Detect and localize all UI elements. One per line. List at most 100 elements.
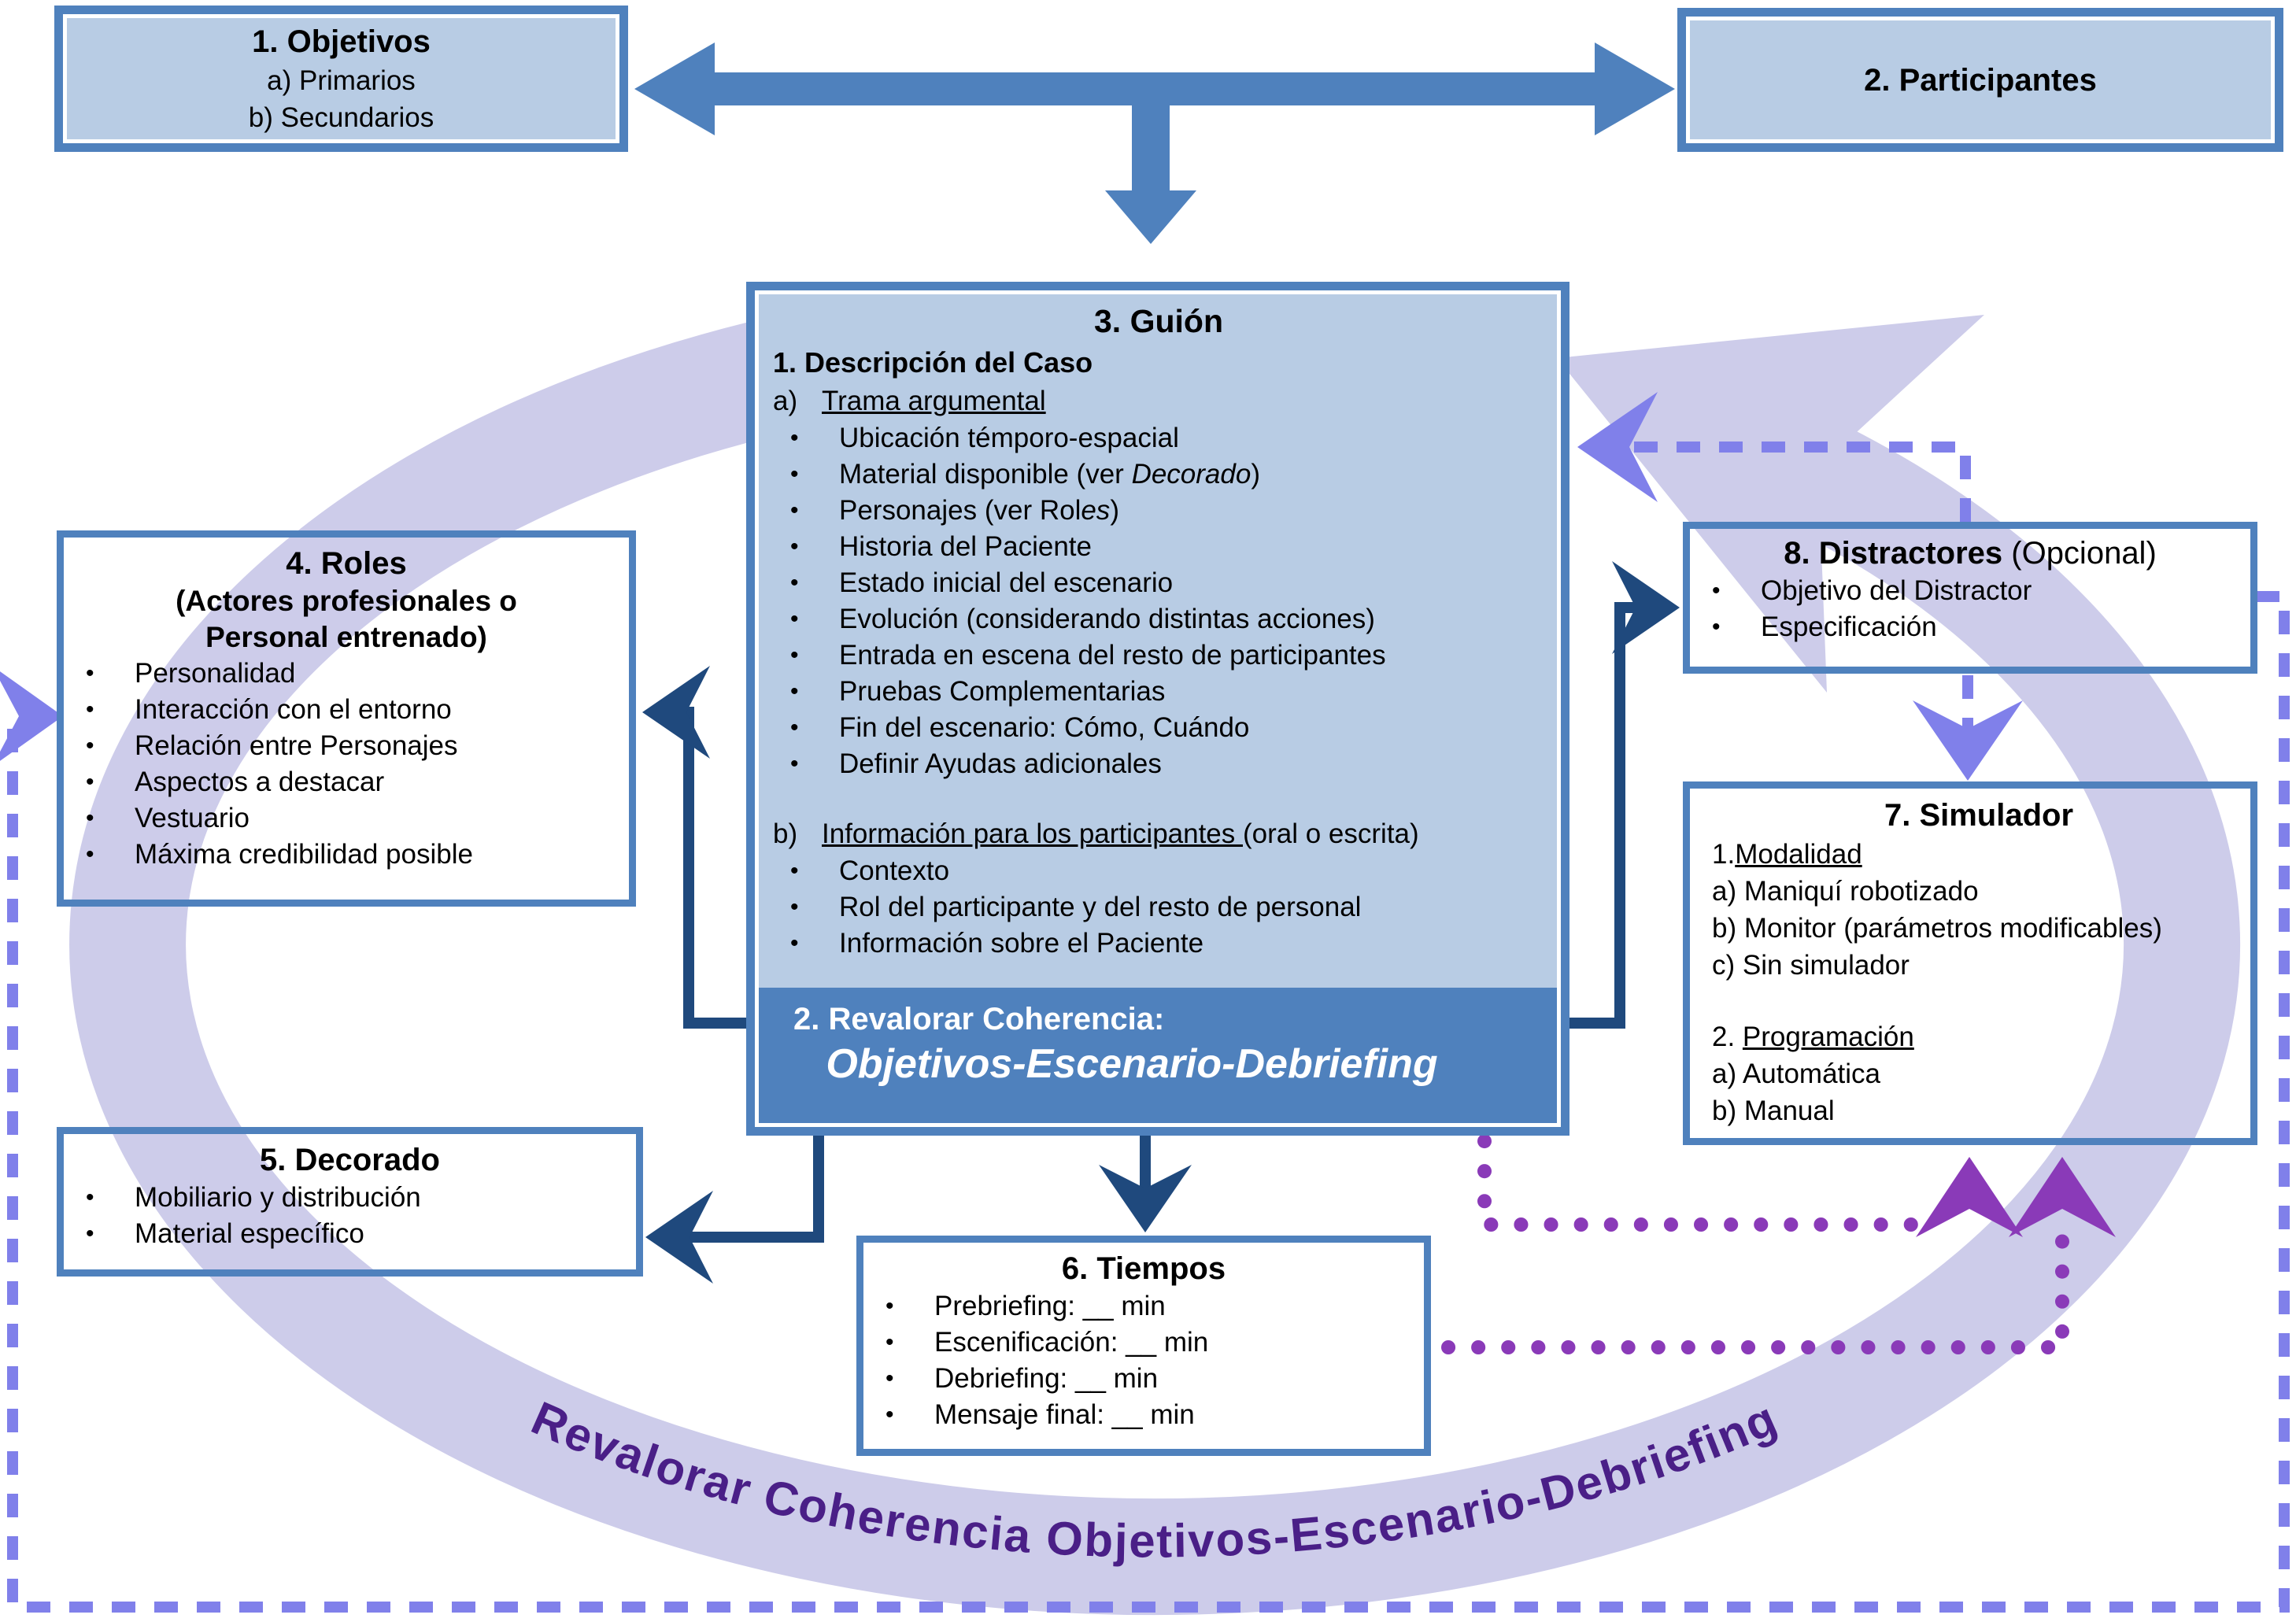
arrowhead-to-guion-icon — [1577, 392, 1658, 502]
arrowhead-decorado-icon — [645, 1191, 713, 1284]
box-objetivos-items: a) Primarios b) Secundarios — [67, 62, 616, 136]
list-item: •Información sobre el Paciente — [773, 926, 1544, 962]
list-item: •Personalidad — [68, 656, 624, 692]
box-roles-subtitle-1: (Actores profesionales o — [176, 585, 517, 617]
list-item: •Evolución (considerando distintas accio… — [773, 601, 1544, 637]
bullet-icon: • — [885, 1365, 894, 1391]
dotted-purple-lines — [1441, 1134, 2069, 1354]
bullet-icon: • — [790, 858, 799, 884]
arrowhead-dotted2-icon — [2009, 1157, 2116, 1237]
arrowhead-loop-to-roles-icon — [0, 671, 63, 761]
list-item: c) Sin simulador — [1712, 950, 1910, 981]
bullet-icon: • — [790, 570, 799, 596]
cycle-ring-arrowhead-icon — [1557, 315, 1984, 693]
box-participantes-title: 2. Participantes — [1864, 62, 2097, 98]
list-item: •Personajes (ver Roles) — [773, 493, 1544, 529]
guion-item-b-text: Información para los participantes — [822, 818, 1243, 849]
bullet-icon: • — [790, 751, 799, 777]
box-objetivos-title: 1. Objetivos — [252, 24, 431, 59]
box-simulador-title: 7. Simulador — [1884, 798, 2074, 833]
guion-elbow-arrowheads — [642, 561, 1680, 1284]
guion-section-1-title: 1. Descripción del Caso — [773, 346, 1093, 379]
list-item: a) Primarios — [267, 65, 416, 96]
arrow-guion-to-distractores — [1569, 602, 1642, 1029]
list-item: •Ubicación témporo-espacial — [773, 420, 1544, 456]
bullet-icon: • — [885, 1293, 894, 1319]
box-tiempos-bullets: •Prebriefing: __ min•Escenificación: __ … — [868, 1288, 1419, 1433]
list-item: •Estado inicial del escenario — [773, 565, 1544, 601]
bullet-icon: • — [790, 930, 799, 956]
list-item: •Material específico — [68, 1216, 631, 1252]
box-guion-body: 3. Guión 1. Descripción del Caso a) Tram… — [759, 294, 1557, 988]
guion-item-a-text: Trama argumental — [822, 386, 1046, 416]
guion-bullets-a: •Ubicación témporo-espacial•Material dis… — [773, 420, 1544, 782]
list-item: •Entrada en escena del resto de particip… — [773, 637, 1544, 674]
list-item: •Fin del escenario: Cómo, Cuándo — [773, 710, 1544, 746]
double-arrow-objetivos-participantes — [634, 42, 1675, 244]
bullet-icon: • — [86, 733, 94, 759]
simulador-modalidad-heading: 1.Modalidad — [1712, 839, 1862, 870]
list-item: •Debriefing: __ min — [868, 1361, 1419, 1397]
list-item: •Pruebas Complementarias — [773, 674, 1544, 710]
box-simulador: 7. Simulador 1.Modalidad a) Maniquí robo… — [1683, 781, 2257, 1145]
dotted-guion-to-simulador — [1477, 1134, 1937, 1232]
list-item: •Historia del Paciente — [773, 529, 1544, 565]
list-item: •Contexto — [773, 853, 1544, 889]
guion-bullets-b: •Contexto•Rol del participante y del res… — [773, 853, 1544, 962]
guion-footer: 2. Revalorar Coherencia: Objetivos-Escen… — [759, 988, 1557, 1123]
bullet-icon: • — [885, 1402, 894, 1428]
bullet-icon: • — [86, 805, 94, 831]
simulador-programacion-items: a) Automática b) Manual — [1712, 1055, 2246, 1129]
bullet-icon: • — [86, 660, 94, 686]
box-roles-title: 4. Roles — [286, 546, 407, 581]
guion-item-a-label: a) — [773, 386, 798, 416]
list-item: •Escenificación: __ min — [868, 1325, 1419, 1361]
dashed-outer-loop — [7, 591, 2290, 1613]
box-decorado-title: 5. Decorado — [260, 1143, 440, 1177]
box-roles-subtitle-2: Personal entrenado) — [205, 621, 487, 653]
list-item: •Rol del participante y del resto de per… — [773, 889, 1544, 926]
bullet-icon: • — [790, 642, 799, 668]
list-item: •Objetivo del Distractor — [1695, 573, 2246, 609]
bullet-icon: • — [790, 715, 799, 741]
box-distractores-bullets: •Objetivo del Distractor•Especificación — [1695, 573, 2246, 645]
bullet-icon: • — [86, 1184, 94, 1210]
box-guion-title: 3. Guión — [1094, 303, 1223, 339]
list-item: b) Secundarios — [248, 102, 434, 133]
box-roles-bullets: •Personalidad•Interacción con el entorno… — [68, 656, 624, 873]
list-item: •Relación entre Personajes — [68, 728, 624, 764]
list-item: a) Maniquí robotizado — [1712, 876, 1979, 907]
box-distractores: 8. Distractores (Opcional) •Objetivo del… — [1683, 522, 2257, 674]
bullet-icon: • — [790, 678, 799, 704]
list-item: •Mensaje final: __ min — [868, 1397, 1419, 1433]
box-tiempos-title: 6. Tiempos — [1061, 1251, 1226, 1286]
list-item: a) Automática — [1712, 1059, 1880, 1089]
guion-item-b: b) Información para los participantes (o… — [773, 815, 1544, 853]
bullet-icon: • — [790, 894, 799, 920]
arrowhead-left-icon — [634, 42, 715, 135]
bullet-icon: • — [790, 497, 799, 523]
list-item: b) Manual — [1712, 1095, 1835, 1126]
bullet-icon: • — [1712, 578, 1721, 604]
arrowhead-distractores-icon — [1612, 561, 1680, 654]
box-guion: 3. Guión 1. Descripción del Caso a) Tram… — [746, 282, 1569, 1136]
arrowhead-dotted1-icon — [1916, 1157, 2023, 1237]
box-objetivos: 1. Objetivos a) Primarios b) Secundarios — [54, 6, 628, 152]
list-item: •Especificación — [1695, 609, 2246, 645]
bullet-icon: • — [790, 534, 799, 560]
arrowhead-to-simulador-icon — [1913, 700, 2023, 781]
bullet-icon: • — [86, 841, 94, 867]
arrowhead-tiempos-icon — [1099, 1165, 1192, 1232]
list-item: •Vestuario — [68, 800, 624, 837]
dashed-distractores-to-guion — [1609, 442, 1971, 522]
bullet-icon: • — [86, 696, 94, 722]
bullet-icon: • — [790, 606, 799, 632]
bullet-icon: • — [885, 1329, 894, 1355]
list-item: •Interacción con el entorno — [68, 692, 624, 728]
list-item: •Máxima credibilidad posible — [68, 837, 624, 873]
guion-item-b-label: b) — [773, 818, 798, 849]
